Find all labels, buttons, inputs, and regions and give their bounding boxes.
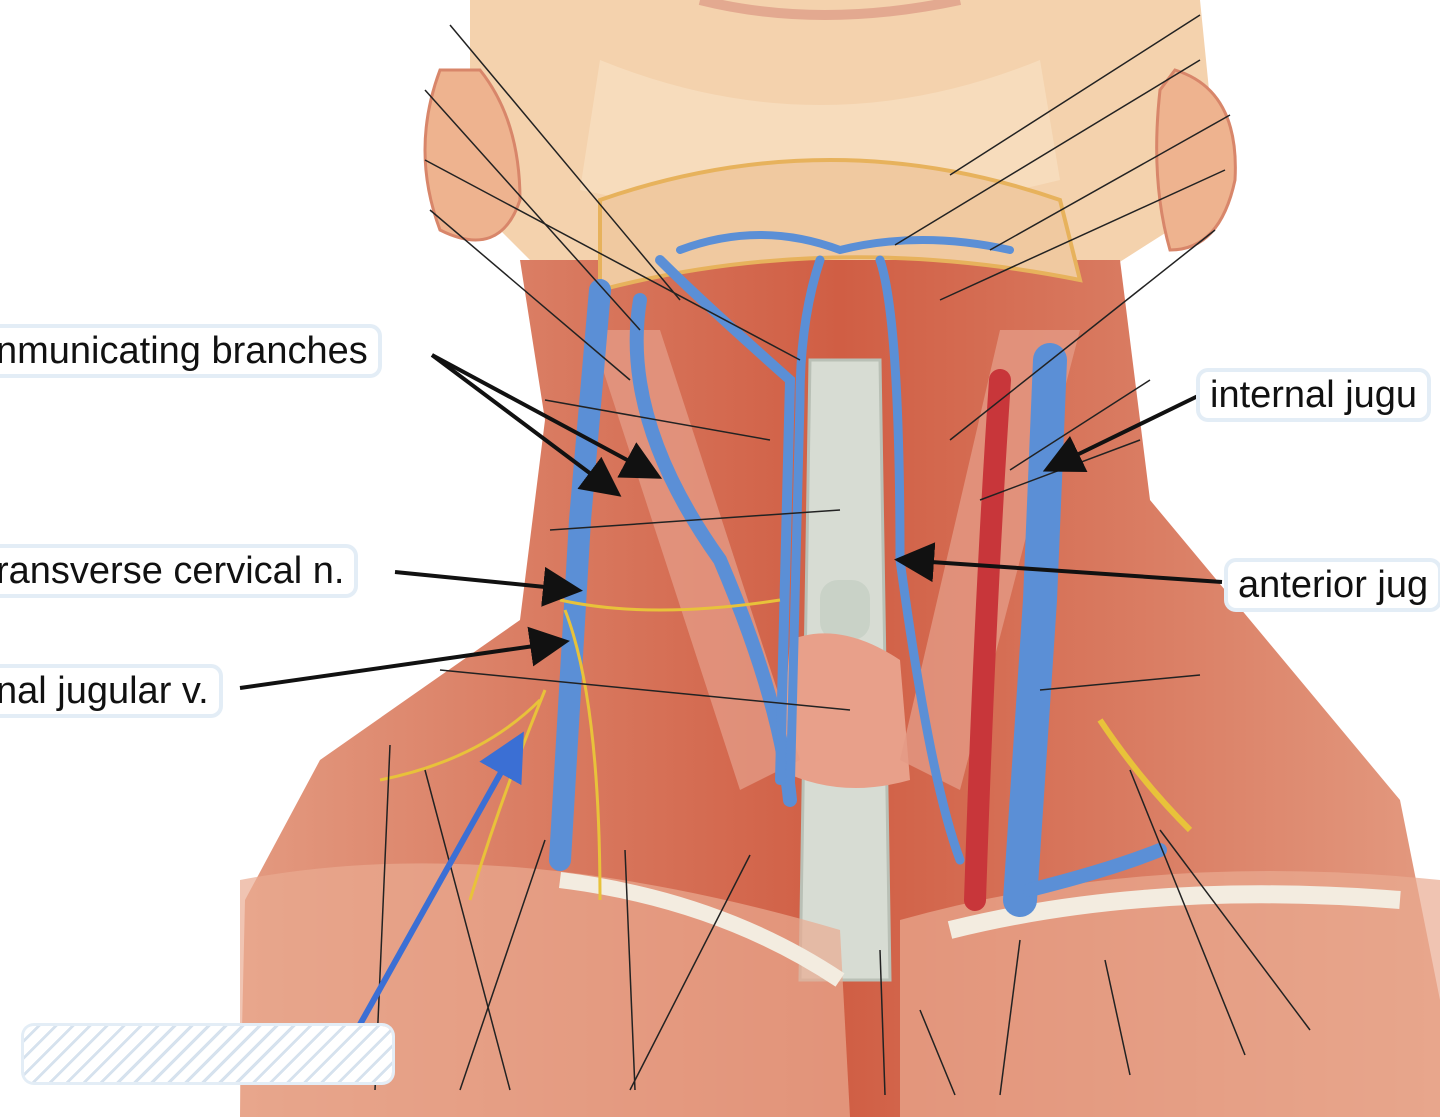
arrow-external-jugular — [239, 626, 570, 690]
pointer-arrows — [239, 353, 1223, 690]
nerves — [379, 598, 1193, 901]
label-anterior-jugular: anterior jug — [1228, 562, 1439, 608]
neck-muscles — [240, 158, 1440, 1117]
arrow-transverse-cervical — [394, 566, 583, 607]
leader-lines — [374, 14, 1311, 1096]
blue-arrow — [355, 731, 524, 1030]
label-transverse-cervical: ransverse cervical n. — [0, 548, 355, 594]
arrow-communicating-branches-1 — [430, 353, 622, 497]
hidden-answer-box[interactable] — [24, 1026, 392, 1082]
arrow-communicating-branches-2 — [431, 353, 663, 479]
label-external-jugular: nal jugular v. — [0, 668, 219, 714]
label-internal-jugular: internal jugu — [1200, 372, 1428, 418]
arrow-internal-jugular — [1042, 393, 1201, 472]
arteries — [964, 369, 1011, 911]
arrow-anterior-jugular — [894, 542, 1223, 584]
label-communicating-branches: nmunicating branches — [0, 328, 378, 374]
